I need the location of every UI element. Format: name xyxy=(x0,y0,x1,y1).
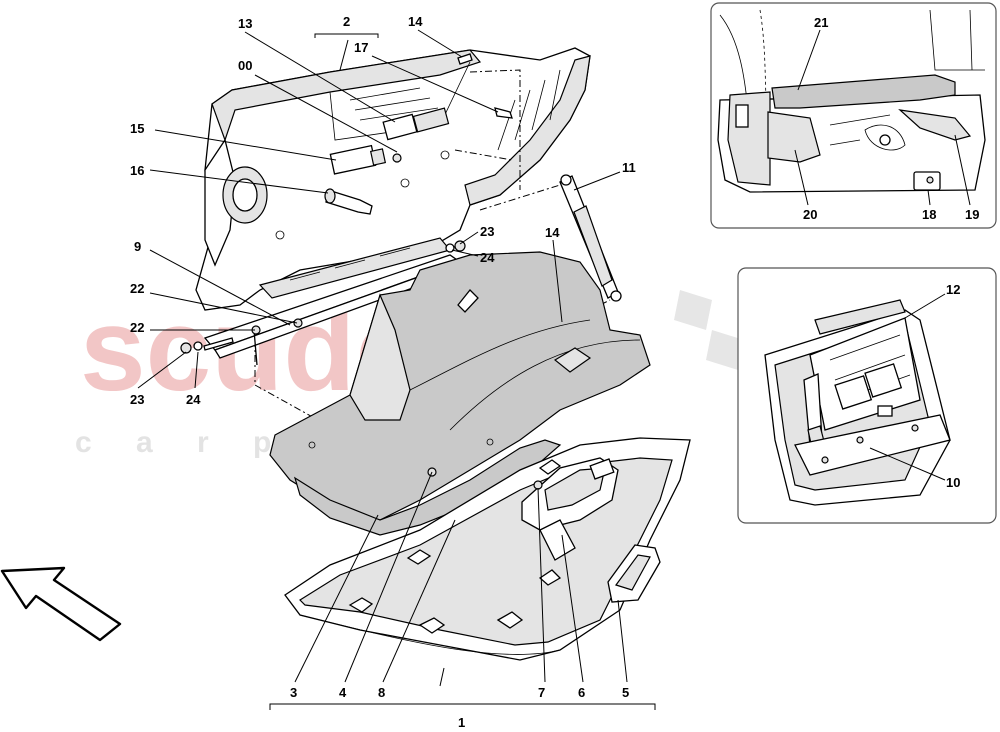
callout-5: 5 xyxy=(622,685,629,700)
callout-10: 10 xyxy=(946,475,960,490)
mounting-line xyxy=(454,149,513,161)
callout-6: 6 xyxy=(578,685,585,700)
screw-00 xyxy=(392,153,402,163)
callout-23-right: 23 xyxy=(480,224,494,239)
bolt-14-top xyxy=(457,53,473,65)
callout-12: 12 xyxy=(946,282,960,297)
callout-21: 21 xyxy=(814,15,828,30)
clip-18 xyxy=(913,171,941,191)
bolt-17 xyxy=(494,107,513,119)
callout-9: 9 xyxy=(134,239,141,254)
callout-24-left: 24 xyxy=(186,392,201,407)
callout-3: 3 xyxy=(290,685,297,700)
callout-19: 19 xyxy=(965,207,979,222)
glove-box-housing xyxy=(195,47,591,311)
gas-strut xyxy=(559,174,622,302)
latch-13 xyxy=(382,107,450,141)
door-handle xyxy=(607,544,661,603)
mounting-line xyxy=(479,184,561,211)
felt-liner xyxy=(269,251,651,521)
callout-7: 7 xyxy=(538,685,545,700)
callout-8: 8 xyxy=(378,685,385,700)
mounting-line xyxy=(469,69,521,190)
hardware-right xyxy=(445,240,466,253)
callout-18: 18 xyxy=(922,207,936,222)
leader-lines xyxy=(137,29,656,710)
lock-mechanism xyxy=(521,457,619,561)
callout-23-left: 23 xyxy=(130,392,144,407)
callout-labels: 13 2 14 17 00 15 16 9 22 22 23 24 23 24 … xyxy=(130,14,979,730)
callout-22-bottom: 22 xyxy=(130,320,144,335)
callout-20: 20 xyxy=(803,207,817,222)
door-bumpers xyxy=(348,459,562,634)
callout-13: 13 xyxy=(238,16,252,31)
callout-22-top: 22 xyxy=(130,281,144,296)
callout-17: 17 xyxy=(354,40,368,55)
felt-liner-lower xyxy=(293,439,562,536)
callout-24-right: 24 xyxy=(480,250,495,265)
hardware-left xyxy=(180,318,303,366)
callout-15: 15 xyxy=(130,121,144,136)
callout-4: 4 xyxy=(339,685,347,700)
inset-middle-right xyxy=(737,267,997,524)
inset-top-right xyxy=(710,2,997,229)
callout-14-mid: 14 xyxy=(545,225,560,240)
callout-16: 16 xyxy=(130,163,144,178)
mounting-line xyxy=(254,340,319,421)
relay-switch-15 xyxy=(329,144,387,175)
callout-00: 00 xyxy=(238,58,252,73)
callout-1: 1 xyxy=(458,715,465,730)
direction-arrow-icon xyxy=(0,566,122,642)
callout-11: 11 xyxy=(622,160,636,175)
callout-2: 2 xyxy=(343,14,350,29)
callout-14-top: 14 xyxy=(408,14,423,29)
